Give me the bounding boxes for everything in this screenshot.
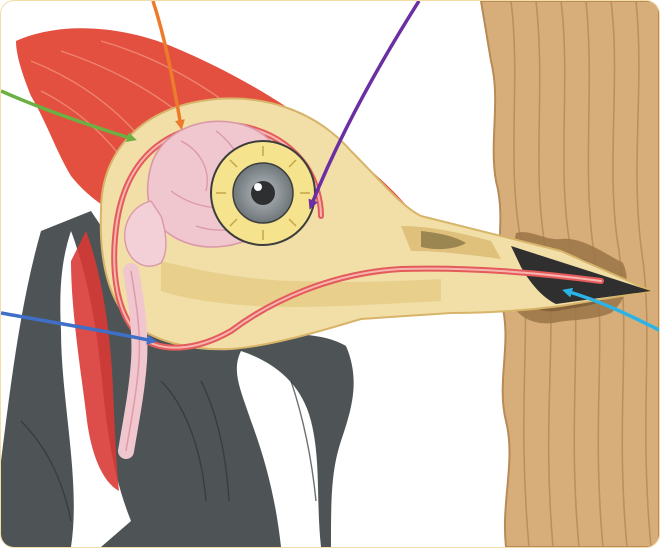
eye <box>211 141 315 245</box>
